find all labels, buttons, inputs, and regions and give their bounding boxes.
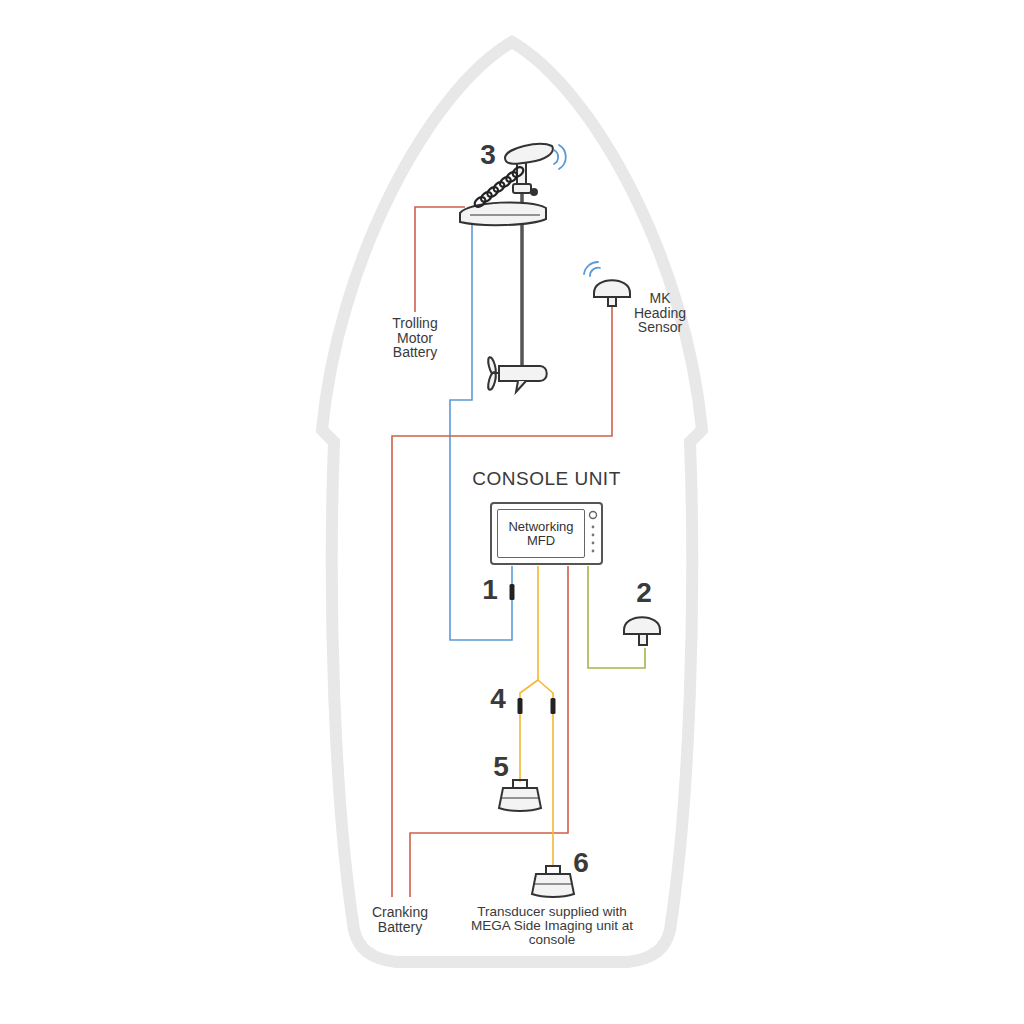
network-wire — [511, 566, 513, 584]
connector-symbol — [518, 698, 523, 714]
transducer-wire — [552, 714, 554, 866]
callout-number: 3 — [473, 140, 503, 169]
power-wire — [410, 566, 568, 897]
part-label: Cranking Battery — [360, 905, 440, 934]
callout-number: 2 — [630, 578, 658, 607]
power-wire — [415, 207, 465, 312]
cable-connectors — [510, 584, 556, 714]
callout-number: 1 — [476, 575, 504, 604]
part-label: Transducer supplied with MEGA Side Imagi… — [462, 905, 642, 948]
transducer — [499, 780, 541, 811]
transducer-wire — [538, 680, 553, 698]
screen-label: Networking MFD — [497, 509, 585, 558]
connector-symbol — [510, 584, 515, 600]
coil-loop — [511, 165, 525, 179]
part-label: MK Heading Sensor — [623, 291, 697, 335]
transducer — [532, 866, 574, 897]
mfd-unit: CONSOLE UNITNetworking MFD — [490, 502, 603, 565]
transducer-wire — [520, 566, 538, 698]
callout-number: 6 — [567, 848, 595, 877]
callout-number: 4 — [484, 684, 512, 713]
transducer-wire — [519, 714, 521, 782]
unit-heading: CONSOLE UNIT — [472, 468, 621, 490]
power-wire — [392, 306, 612, 897]
gps-antenna — [624, 617, 660, 645]
network-wire — [450, 218, 512, 640]
heading-sensor — [594, 280, 630, 306]
hull-outline — [322, 42, 702, 962]
mfd-buttons — [590, 512, 597, 553]
trolling-motor — [460, 144, 553, 392]
wiring — [392, 207, 645, 897]
connector-symbol — [551, 698, 556, 714]
coil-cable — [473, 165, 525, 209]
callout-number: 5 — [487, 752, 515, 781]
wireless-symbol — [554, 145, 600, 276]
part-label: Trolling Motor Battery — [377, 316, 453, 360]
